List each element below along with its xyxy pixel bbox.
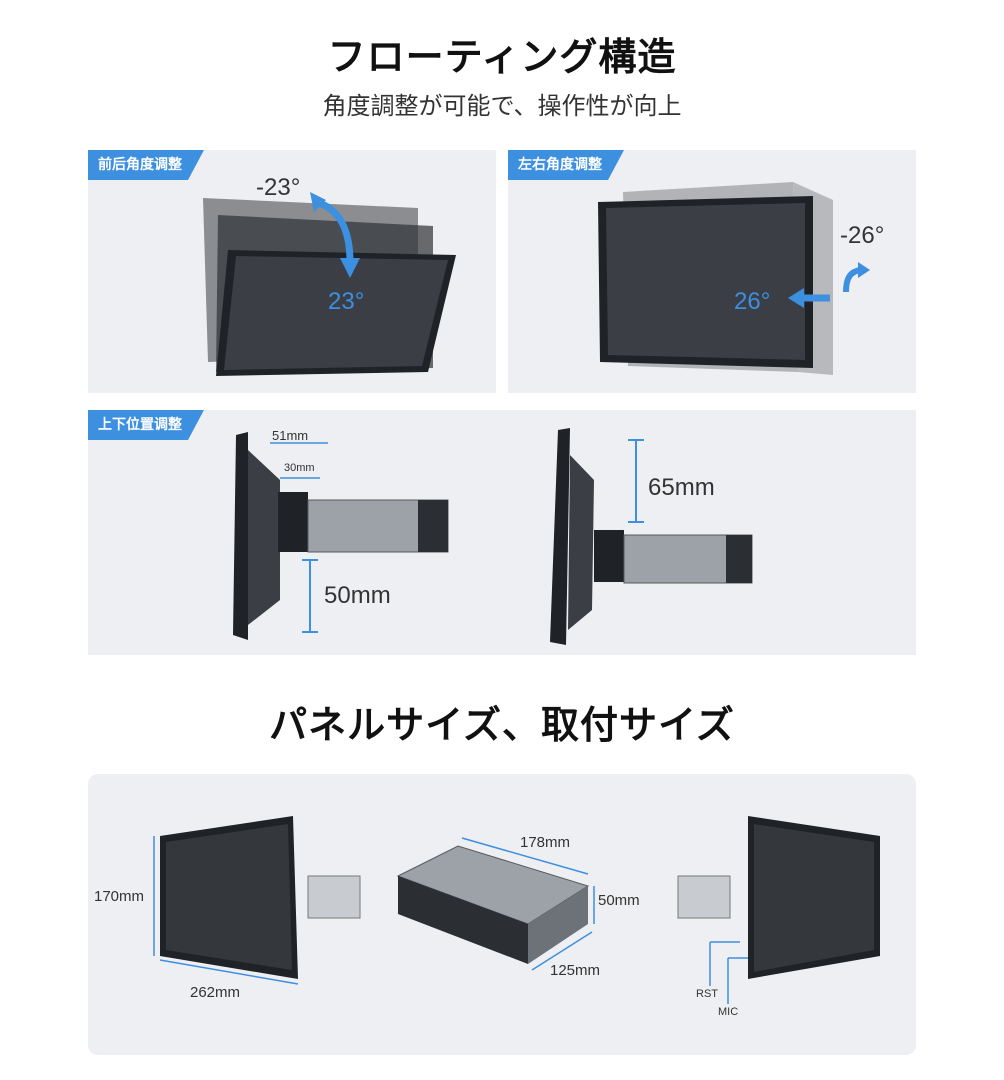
swivel-angle-front-label: 26° xyxy=(734,288,771,315)
size-panel-height: 170mm xyxy=(94,888,145,905)
height-dim-51: 51mm xyxy=(272,428,309,443)
tilt-panel: 前后角度调整 -23° 23° xyxy=(88,150,496,393)
height-panel: 上下位置调整 51mm 30mm 50mm 65mm xyxy=(88,410,916,655)
sizes-panel: 170mm 262mm 178mm 50mm 125mm RST MIC xyxy=(88,774,916,1055)
height-dim-65: 65mm xyxy=(648,474,715,501)
tilt-angle-down-label: 23° xyxy=(328,288,365,315)
size-unit-length: 178mm xyxy=(520,834,571,851)
swivel-screens-illustration xyxy=(598,182,870,375)
size-unit-height: 50mm xyxy=(598,892,640,909)
swivel-angle-back-label: -26° xyxy=(840,222,885,249)
swivel-panel: 左右角度调整 -26° 26° xyxy=(508,150,916,393)
label-rst: RST xyxy=(696,988,718,1000)
section-title-sizes: パネルサイズ、取付サイズ xyxy=(269,703,735,747)
size-unit-depth: 125mm xyxy=(550,962,601,979)
size-panel-width: 262mm xyxy=(190,984,241,1001)
page-subtitle: 角度調整が可能で、操作性が向上 xyxy=(322,92,682,120)
height-illustration-left xyxy=(233,432,449,640)
height-dim-50: 50mm xyxy=(324,582,391,609)
height-tag: 上下位置调整 xyxy=(88,410,204,440)
label-mic: MIC xyxy=(718,1006,739,1018)
height-dim-30: 30mm xyxy=(284,462,315,474)
swivel-tag: 左右角度调整 xyxy=(508,150,624,180)
tilt-tag: 前后角度调整 xyxy=(88,150,204,180)
height-illustration-right xyxy=(550,428,753,645)
page-title: フローティング構造 xyxy=(327,35,677,79)
tilt-screens-illustration xyxy=(203,192,456,376)
tilt-angle-up-label: -23° xyxy=(256,174,301,201)
sizes-illustration xyxy=(153,816,880,1004)
